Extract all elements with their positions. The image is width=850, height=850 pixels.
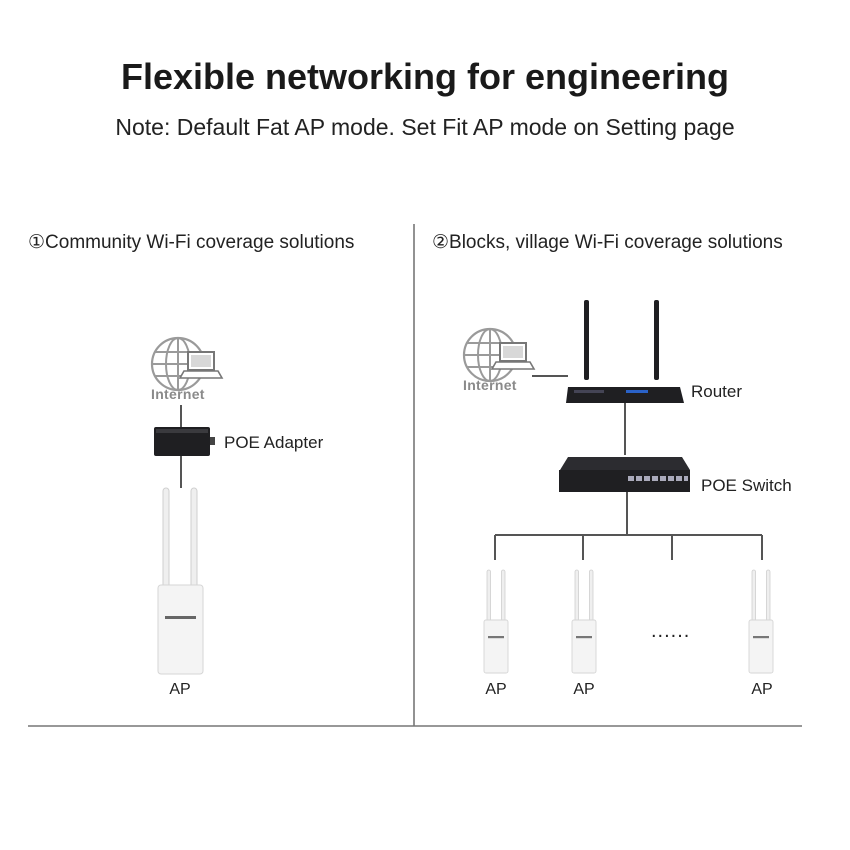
ap-label-2: AP xyxy=(573,681,595,698)
right-section-heading: ②Blocks, village Wi-Fi coverage solution… xyxy=(432,232,783,253)
internet-label-right: Internet xyxy=(463,377,517,393)
page-note: Note: Default Fat AP mode. Set Fit AP mo… xyxy=(115,114,735,140)
access-point-device xyxy=(157,487,204,675)
left-section-heading: ①Community Wi-Fi coverage solutions xyxy=(28,232,355,253)
ap-label-1: AP xyxy=(485,681,507,698)
access-point-3 xyxy=(748,569,774,674)
poe-switch-label: POE Switch xyxy=(701,476,792,495)
access-point-2 xyxy=(571,569,597,674)
poe-adapter-device xyxy=(154,427,215,456)
page-title: Flexible networking for engineering xyxy=(120,56,730,97)
internet-label: Internet xyxy=(151,386,205,402)
ap-label-left: AP xyxy=(169,681,191,698)
more-devices-ellipsis: ...... xyxy=(651,620,691,642)
poe-switch-device xyxy=(559,457,690,492)
poe-adapter-label: POE Adapter xyxy=(224,433,324,452)
internet-icon xyxy=(150,336,224,392)
internet-icon-right xyxy=(462,327,536,383)
access-point-1 xyxy=(483,569,509,674)
router-label: Router xyxy=(691,382,743,401)
ap-label-3: AP xyxy=(751,681,773,698)
router-device xyxy=(566,300,684,403)
